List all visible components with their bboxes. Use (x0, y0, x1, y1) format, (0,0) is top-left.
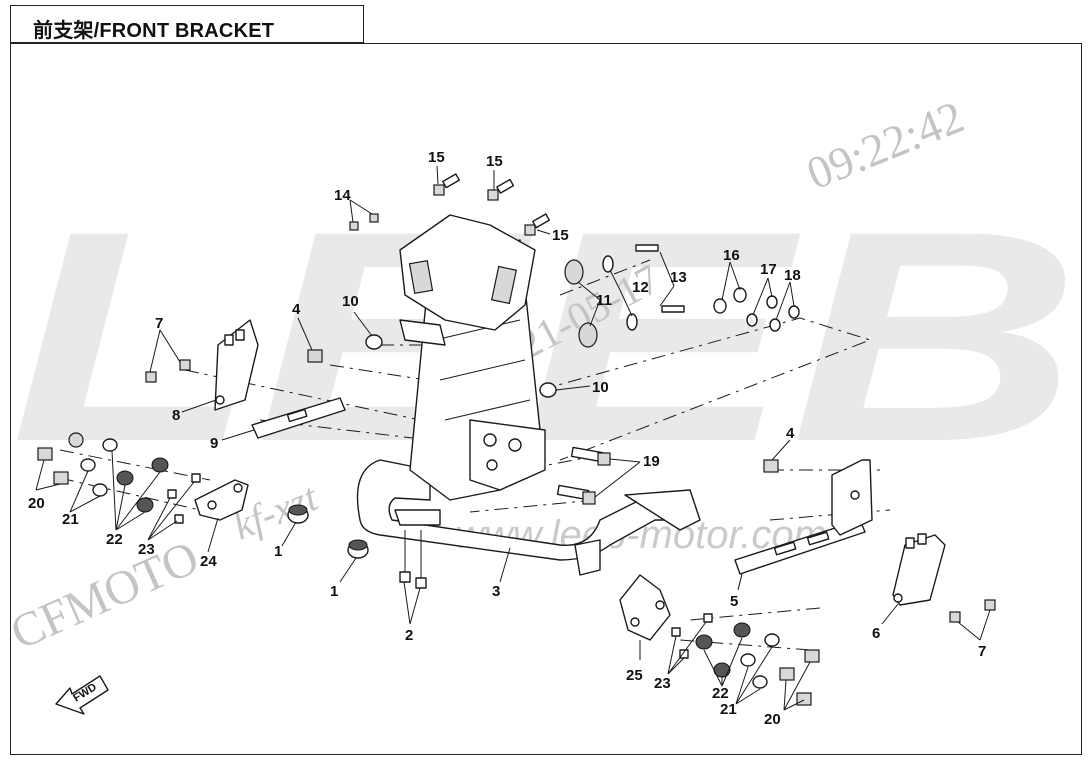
bolts-4 (307, 349, 779, 473)
callout-9: 9 (210, 435, 218, 452)
diagram-title-box: 前支架/FRONT BRACKET (10, 5, 364, 43)
right-mounting-bar (734, 519, 866, 575)
callout-15c: 15 (552, 227, 569, 244)
callout-1b: 1 (330, 583, 338, 600)
main-front-frame (356, 214, 701, 576)
callout-13: 13 (670, 269, 687, 286)
callout-10b: 10 (592, 379, 609, 396)
callout-15a: 15 (428, 149, 445, 166)
callout-16: 16 (723, 247, 740, 264)
left-mounting-bar (251, 397, 346, 439)
right-mount-hardware (671, 613, 820, 706)
bolts-2 (399, 530, 427, 589)
fwd-arrow-icon: FWD (55, 675, 109, 715)
callout-24: 24 (200, 553, 217, 570)
callout-22a: 22 (106, 531, 123, 548)
left-bracket-plate (214, 319, 259, 411)
callout-20a: 20 (28, 495, 45, 512)
watermark-brand: CFMOTO (3, 531, 207, 660)
callout-21a: 21 (62, 511, 79, 528)
callout-18: 18 (784, 267, 801, 284)
tensioner-parts (564, 244, 685, 348)
callout-15b: 15 (486, 153, 503, 170)
right-bracket-plate (892, 533, 946, 606)
callout-19: 19 (643, 453, 660, 470)
callout-7a: 7 (155, 315, 163, 332)
callout-21b: 21 (720, 701, 737, 718)
long-bolts (556, 446, 611, 505)
callout-2: 2 (405, 627, 413, 644)
callout-8: 8 (172, 407, 180, 424)
callout-23b: 23 (654, 675, 671, 692)
pivot-bushings (713, 287, 800, 332)
callout-7b: 7 (978, 643, 986, 660)
callout-22b: 22 (712, 685, 729, 702)
bolts-7 (145, 359, 996, 623)
callout-4b: 4 (786, 425, 795, 442)
callout-10a: 10 (342, 293, 359, 310)
callout-11: 11 (596, 292, 612, 309)
callout-25: 25 (626, 667, 643, 684)
top-screws (349, 173, 550, 236)
callout-5: 5 (730, 593, 738, 610)
callout-20b: 20 (764, 711, 781, 728)
callout-17: 17 (760, 261, 777, 278)
right-engine-mount-bracket (619, 574, 671, 641)
diagram-title: 前支架/FRONT BRACKET (33, 20, 275, 42)
callout-labels: 15 15 15 14 16 17 18 13 12 11 10 10 4 4 … (28, 149, 986, 728)
callout-12: 12 (632, 279, 649, 296)
rubber-mounts (287, 504, 369, 559)
right-upper-plate (831, 459, 873, 536)
callout-14: 14 (334, 187, 351, 204)
callout-4a: 4 (292, 301, 301, 318)
callout-3: 3 (492, 583, 500, 600)
left-engine-mount-bracket (194, 479, 249, 521)
callout-23a: 23 (138, 541, 155, 558)
callout-1a: 1 (274, 543, 282, 560)
callout-6: 6 (872, 625, 880, 642)
callout-leaders (35, 165, 991, 711)
